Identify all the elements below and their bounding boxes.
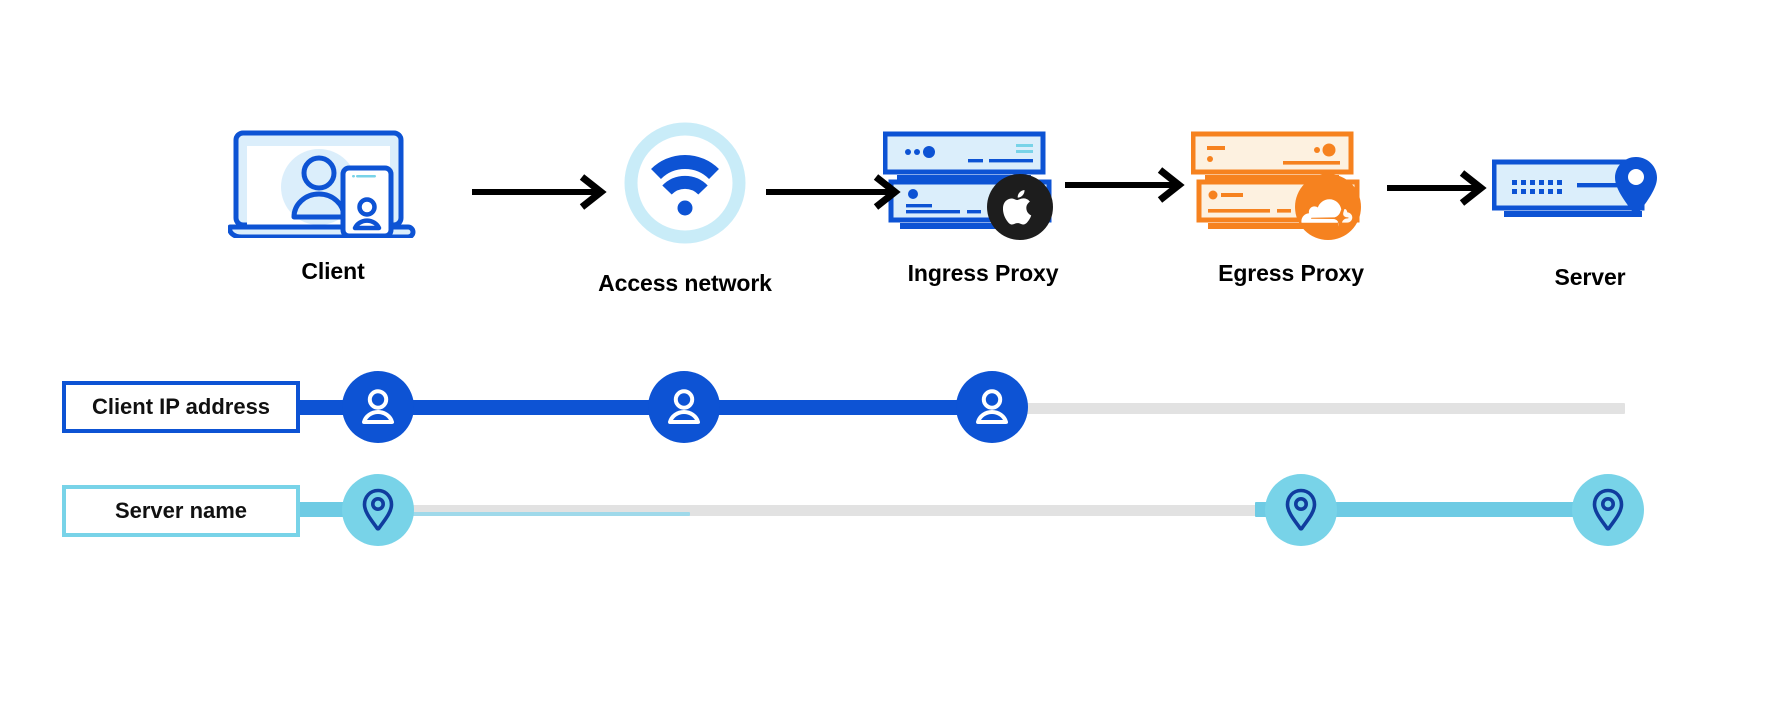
person-icon [976, 389, 1008, 424]
server-name-label: Server name [114, 498, 248, 523]
server-name-marker-client[interactable] [342, 474, 414, 546]
server-name-inactive-track-tint [375, 512, 690, 516]
flow-node-access-network: Access network [580, 122, 790, 297]
flow-node-label: Egress Proxy [1218, 260, 1364, 286]
flow-node-ingress-proxy: Ingress Proxy [878, 130, 1088, 287]
flow-node-server: Server [1480, 156, 1700, 291]
map-pin-icon [1613, 156, 1659, 218]
laptop-phone-user-icon [227, 128, 438, 240]
arrow-access-network-to-ingress-proxy [764, 172, 909, 217]
map-pin-icon [362, 488, 394, 531]
server-name-inactive-track [375, 505, 1275, 516]
client-ip-inactive-track [1010, 403, 1625, 414]
server-stack-orange-icon [1190, 130, 1391, 242]
server-name-marker-server[interactable] [1572, 474, 1644, 546]
server-single-blue-icon [1491, 156, 1688, 238]
arrow-client-to-access-network [470, 172, 615, 217]
server-name-box[interactable]: Server name [62, 485, 300, 537]
cloudflare-logo-icon [1295, 174, 1361, 240]
person-icon [362, 389, 394, 424]
client-ip-address-box[interactable]: Client IP address [62, 381, 300, 433]
map-pin-icon [1592, 488, 1624, 531]
client-ip-address-label: Client IP address [91, 394, 271, 419]
client-ip-marker-ingress-proxy[interactable] [956, 371, 1028, 443]
arrow-ingress-proxy-to-egress-proxy [1063, 165, 1193, 210]
flow-node-label: Access network [598, 270, 772, 296]
apple-logo-icon [987, 174, 1053, 240]
person-icon [668, 389, 700, 424]
client-ip-marker-client[interactable] [342, 371, 414, 443]
flow-node-label: Server [1554, 264, 1626, 290]
client-ip-marker-access-network[interactable] [648, 371, 720, 443]
server-name-active-track-right [1255, 502, 1600, 517]
flow-node-egress-proxy: Egress Proxy [1186, 130, 1396, 287]
server-stack-blue-icon [882, 130, 1083, 242]
flow-node-label: Ingress Proxy [907, 260, 1059, 286]
flow-node-label: Client [301, 258, 365, 284]
flow-node-client: Client [227, 128, 438, 285]
map-pin-icon [1285, 488, 1317, 531]
wifi-circle-icon [624, 122, 746, 244]
arrow-egress-proxy-to-server [1385, 168, 1495, 213]
server-name-marker-egress-proxy[interactable] [1265, 474, 1337, 546]
